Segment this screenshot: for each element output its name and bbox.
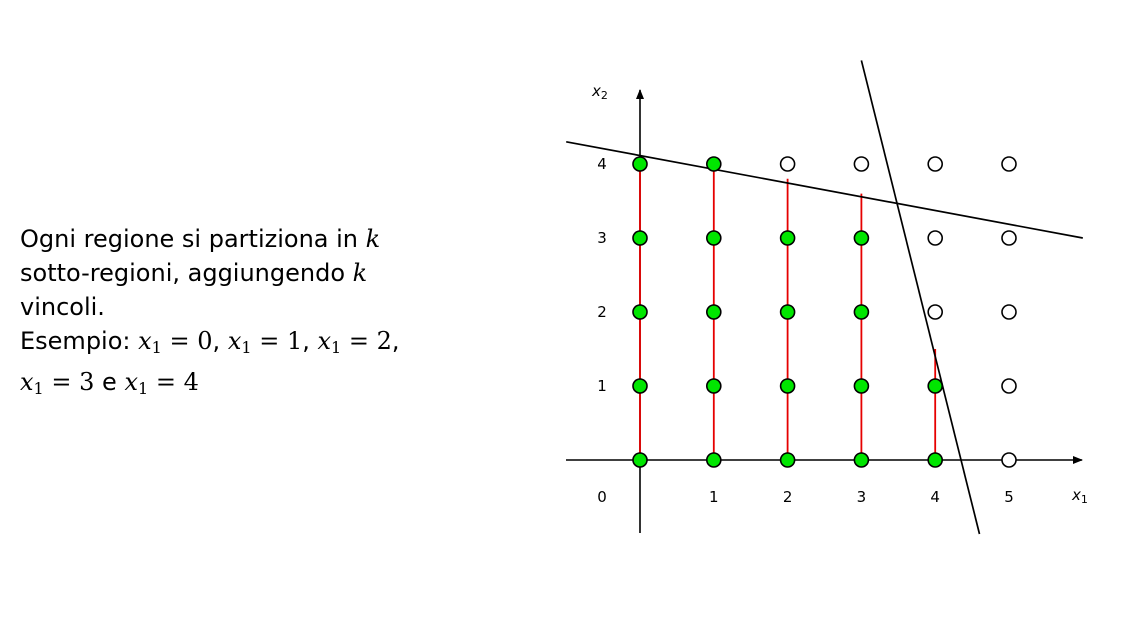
x-axis-label: x1 — [1071, 486, 1088, 506]
case-val: 2 — [376, 327, 392, 355]
case-rel: = — [169, 327, 190, 355]
x-tick-label: 2 — [783, 488, 793, 506]
case-val: 4 — [183, 368, 199, 396]
explanation-text: Ogni regione si partiziona in k sotto-re… — [20, 222, 490, 406]
case-var: x — [317, 327, 332, 355]
case-sub: 1 — [331, 338, 342, 357]
feasible-point — [779, 452, 796, 468]
case-sep: , — [212, 327, 221, 355]
case-val: 0 — [197, 327, 213, 355]
explanation-part-3: vincoli. — [20, 293, 105, 321]
infeasible-point — [1001, 452, 1017, 468]
example-case-2: x1 = 2, — [317, 327, 400, 357]
y-axis-label: x2 — [591, 82, 608, 102]
case-rel: = — [259, 327, 280, 355]
case-val: 1 — [286, 327, 303, 355]
x-tick-label: 1 — [709, 488, 719, 506]
example-case-1: x1 = 1, — [227, 327, 310, 357]
feasible-point — [705, 156, 722, 172]
case-sep: , — [302, 327, 310, 355]
explanation-part-2: sotto-regioni, aggiungendo — [20, 259, 346, 287]
x-tick-label: 3 — [857, 488, 867, 506]
explanation-part-1: Ogni regione si partiziona in — [20, 225, 358, 253]
case-val: 3 — [79, 368, 95, 396]
case-sub: 1 — [151, 338, 162, 357]
feasible-point — [705, 304, 722, 320]
k-variable-1: k — [365, 225, 381, 253]
infeasible-point — [1001, 378, 1017, 394]
case-var: x — [227, 327, 242, 355]
infeasible-point — [853, 156, 870, 172]
infeasible-point — [927, 230, 944, 246]
feasible-point — [927, 378, 944, 394]
constraint-line — [566, 140, 1083, 239]
y-tick-labels: 1 2 3 4 — [597, 155, 607, 395]
x-tick-label: 4 — [930, 488, 940, 506]
example-case-0: x1 = 0, — [138, 327, 221, 357]
feasible-point — [779, 304, 796, 320]
feasible-point — [779, 230, 796, 246]
case-var: x — [20, 368, 34, 396]
feasible-point — [853, 378, 870, 394]
case-var: x — [124, 368, 138, 396]
feasible-point — [779, 378, 796, 394]
feasible-point — [853, 230, 870, 246]
y-tick-label: 4 — [597, 155, 607, 173]
infeasible-point — [927, 304, 944, 320]
feasible-point — [705, 230, 722, 246]
case-sep: e — [102, 368, 117, 396]
infeasible-point — [779, 156, 796, 172]
example-line-2: x1 = 3 e x1 = 4 — [20, 365, 490, 406]
infeasible-point — [1001, 230, 1017, 246]
case-sep: , — [391, 327, 400, 355]
y-tick-label: 1 — [597, 377, 607, 395]
case-sub: 1 — [33, 379, 44, 398]
explanation-line-2: sotto-regioni, aggiungendo k — [20, 256, 490, 290]
x-tick-labels: 0 1 2 3 4 5 — [597, 488, 1014, 506]
k-variable-2: k — [352, 259, 368, 287]
case-sub: 1 — [241, 338, 252, 357]
feasible-point — [632, 230, 648, 246]
example-case-3: x1 = 3 e — [20, 368, 117, 398]
case-rel: = — [348, 327, 369, 355]
x-tick-label: 0 — [597, 488, 607, 506]
infeasible-point — [1001, 156, 1017, 172]
feasible-point — [705, 452, 722, 468]
feasible-point — [632, 304, 648, 320]
x-tick-label: 5 — [1004, 488, 1014, 506]
y-tick-label: 2 — [597, 303, 607, 321]
feasible-point — [632, 452, 648, 468]
case-rel: = — [155, 368, 176, 396]
explanation-line-3: vincoli. — [20, 290, 490, 324]
constraint-lines — [566, 60, 1083, 535]
feasible-point — [632, 378, 648, 394]
case-var: x — [138, 327, 152, 355]
constraint-line — [860, 60, 981, 535]
example-line-1: Esempio: x1 = 0, x1 = 1, x1 = 2, — [20, 324, 490, 365]
y-tick-label: 3 — [597, 229, 607, 247]
feasible-point — [705, 378, 722, 394]
feasible-point — [853, 304, 870, 320]
lattice-points — [632, 156, 1017, 468]
feasible-point — [632, 156, 648, 172]
feasible-point — [853, 452, 870, 468]
case-rel: = — [51, 368, 72, 396]
example-case-4: x1 = 4 — [124, 368, 199, 398]
case-sub: 1 — [138, 379, 149, 398]
explanation-line-1: Ogni regione si partiziona in k — [20, 222, 490, 256]
example-label: Esempio: — [20, 327, 131, 355]
infeasible-point — [1001, 304, 1017, 320]
infeasible-point — [927, 156, 944, 172]
feasible-point — [927, 452, 944, 468]
